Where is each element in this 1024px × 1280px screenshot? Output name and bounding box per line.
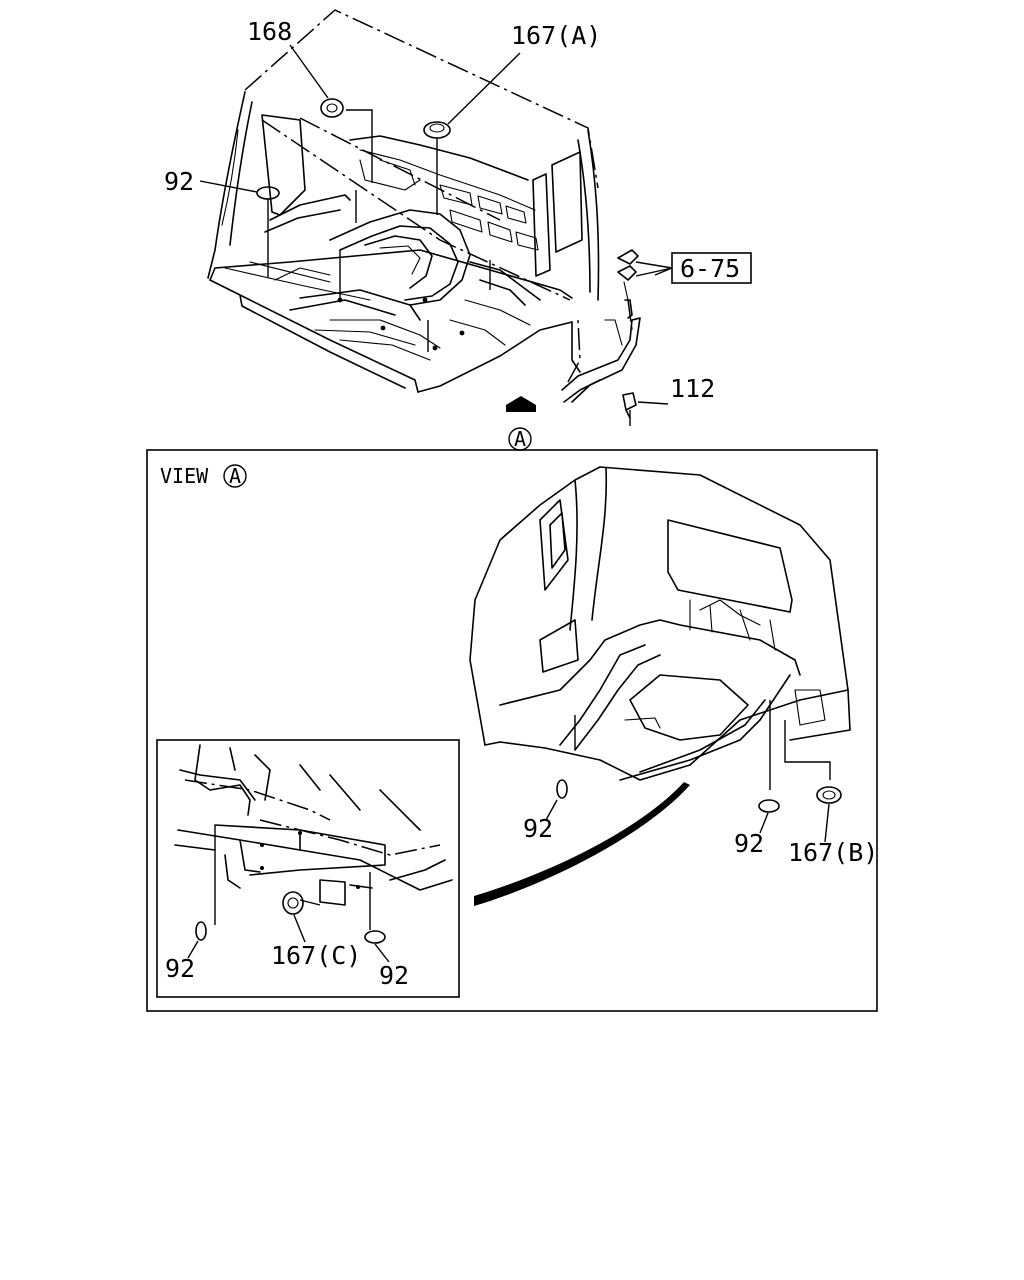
label-part-168: 168 <box>247 17 292 46</box>
ref-box <box>671 252 752 284</box>
view-letter: A <box>229 464 241 488</box>
label-arrow-a: A <box>514 427 526 451</box>
cab-floor-assembly <box>199 9 673 451</box>
detail-inset-frame <box>156 739 460 998</box>
label-part-167a: 167(A) <box>511 21 601 50</box>
view-a-frame <box>146 449 878 1012</box>
label-part-92-view-right: 92 <box>734 829 764 858</box>
detail-inset-drawing <box>174 744 453 963</box>
label-part-92-inset-left: 92 <box>165 954 195 983</box>
cab-underside-view <box>469 466 851 906</box>
label-ref-6-75: 6-75 <box>680 254 740 283</box>
label-part-92-view-left: 92 <box>523 814 553 843</box>
label-part-167c: 167(C) <box>271 941 361 970</box>
label-part-92-inset-right: 92 <box>379 961 409 990</box>
label-part-112: 112 <box>670 374 715 403</box>
view-title: VIEW <box>160 464 209 488</box>
label-part-92-top: 92 <box>164 167 194 196</box>
label-part-167b: 167(B) <box>788 838 878 867</box>
